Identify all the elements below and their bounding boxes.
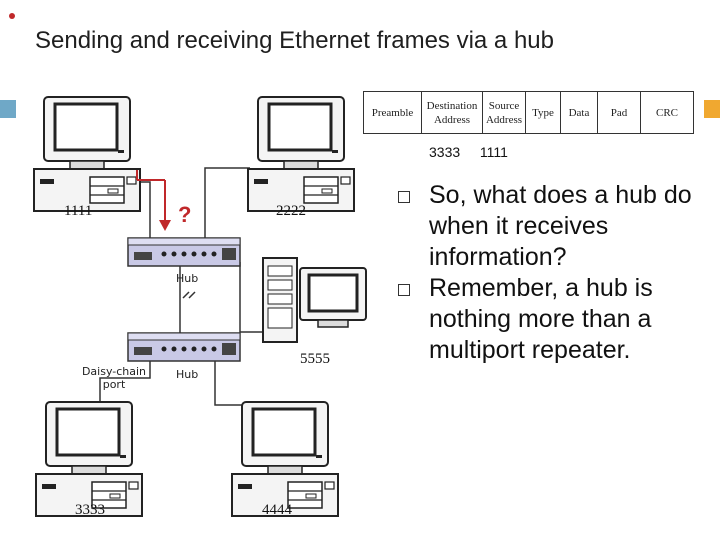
pc-label-3333: 3333 xyxy=(75,502,105,518)
hub-bottom xyxy=(127,332,241,362)
server-label-5555: 5555 xyxy=(300,351,330,367)
network-diagram xyxy=(32,95,367,518)
bullet-item-2: Remember, a hub is nothing more than a m… xyxy=(398,273,698,366)
pc-label-2222: 2222 xyxy=(276,203,306,219)
right-accent-block xyxy=(704,100,720,118)
square-bullet-icon xyxy=(398,284,410,296)
ethernet-frame-format: Preamble Destination Address Source Addr… xyxy=(363,91,694,134)
hub-top-label: Hub xyxy=(176,272,199,285)
pc-bottom-right xyxy=(230,400,340,518)
frame-address-values: 3333 1111 xyxy=(429,144,508,160)
pc-top-left xyxy=(32,95,142,213)
red-arrow-icon xyxy=(136,170,171,231)
frame-field-destination: Destination Address xyxy=(421,91,483,134)
bullet-text-1: So, what does a hub do when it receives … xyxy=(429,181,692,271)
pc-label-4444: 4444 xyxy=(262,502,292,518)
square-bullet-icon xyxy=(398,191,410,203)
hub-top xyxy=(127,237,241,267)
frame-field-data: Data xyxy=(560,91,598,134)
bullet-item-1: So, what does a hub do when it receives … xyxy=(398,180,698,273)
frame-field-source: Source Address xyxy=(482,91,526,134)
slide-bullet-dot xyxy=(9,13,15,19)
question-mark-label: ? xyxy=(178,202,192,227)
frame-field-pad: Pad xyxy=(597,91,641,134)
daisy-chain-port-label: Daisy-chain port xyxy=(81,365,147,391)
left-accent-block xyxy=(0,100,16,118)
server-5555 xyxy=(262,257,367,343)
pc-label-1111: 1111 xyxy=(64,203,93,219)
bullet-text-2: Remember, a hub is nothing more than a m… xyxy=(429,274,653,364)
frame-field-type: Type xyxy=(525,91,561,134)
break-mark-icon xyxy=(182,291,196,299)
slide-title: Sending and receiving Ethernet frames vi… xyxy=(35,27,554,54)
pc-bottom-left xyxy=(34,400,144,518)
bullet-list: So, what does a hub do when it receives … xyxy=(398,180,698,366)
hub-bottom-label: Hub xyxy=(176,368,199,381)
pc-top-right xyxy=(246,95,356,213)
frame-field-crc: CRC xyxy=(640,91,694,134)
